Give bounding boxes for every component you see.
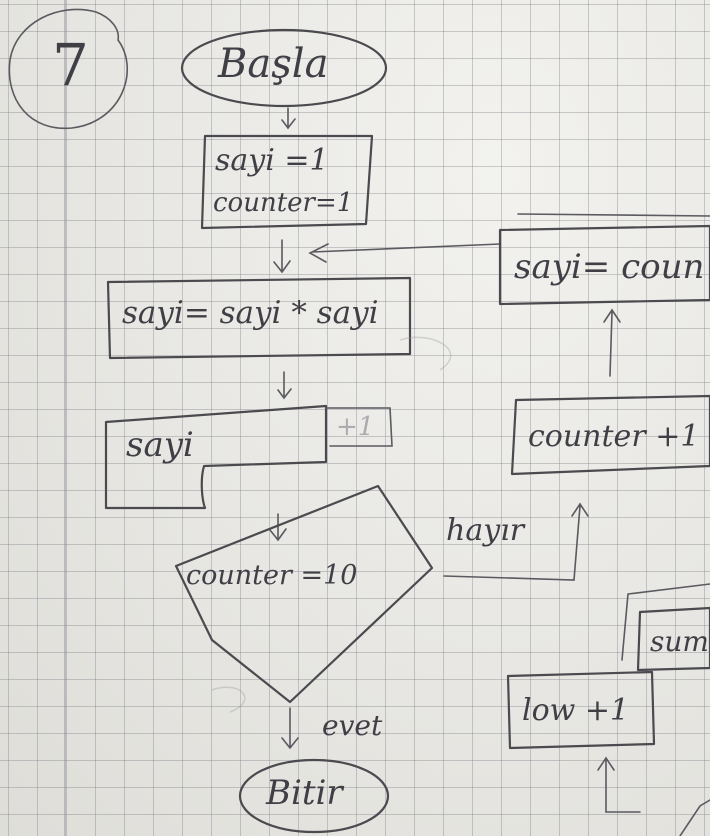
- assign-box: [498, 224, 710, 306]
- output-extra-label: +1: [336, 412, 375, 442]
- bottom-fragment: [679, 799, 710, 836]
- assign-topline: [517, 213, 710, 217]
- step-number-circle: [8, 8, 128, 130]
- low-box: [506, 670, 656, 750]
- arrow-init-square: [273, 239, 291, 274]
- ghost-scribble: [211, 686, 246, 713]
- arrow-output-decision: [269, 513, 287, 542]
- decision-label: counter =10: [186, 560, 358, 591]
- square-box: [106, 276, 412, 360]
- end-label: Bitir: [266, 773, 343, 813]
- sum-box-outer: [621, 583, 710, 661]
- low-label: low +1: [522, 693, 630, 728]
- loop-back-arrow: [308, 243, 501, 263]
- start-label: Başla: [218, 41, 329, 87]
- sum-label: sum: [650, 625, 709, 658]
- ghost-scribble-2: [399, 336, 452, 371]
- increment-label: counter +1: [528, 419, 700, 454]
- assign-label: sayi= coun: [514, 247, 705, 287]
- arrow-start-init: [281, 107, 296, 130]
- init-line1: sayi =1: [215, 143, 329, 178]
- yes-branch-arrow: [281, 707, 299, 750]
- no-label: hayır: [446, 513, 525, 548]
- no-branch-arrow: [443, 502, 589, 581]
- step-number: 7: [52, 31, 89, 99]
- square-step-label: sayi= sayi * sayi: [122, 295, 379, 331]
- arrow-increment-assign: [603, 308, 621, 377]
- margin-line: [64, 0, 66, 836]
- yes-label: evet: [322, 709, 383, 742]
- arrow-square-output: [277, 371, 292, 400]
- output-extra-box: [325, 407, 393, 447]
- end-oval: [238, 758, 390, 834]
- output-step-label: sayi: [126, 425, 194, 465]
- init-line2: counter=1: [213, 188, 354, 218]
- decision-diamond: [174, 484, 434, 704]
- sum-box: [636, 606, 710, 672]
- output-box: [104, 404, 328, 510]
- start-oval: [180, 28, 388, 108]
- init-box: [200, 134, 374, 230]
- increment-box: [510, 394, 710, 476]
- arrow-low: [597, 756, 615, 813]
